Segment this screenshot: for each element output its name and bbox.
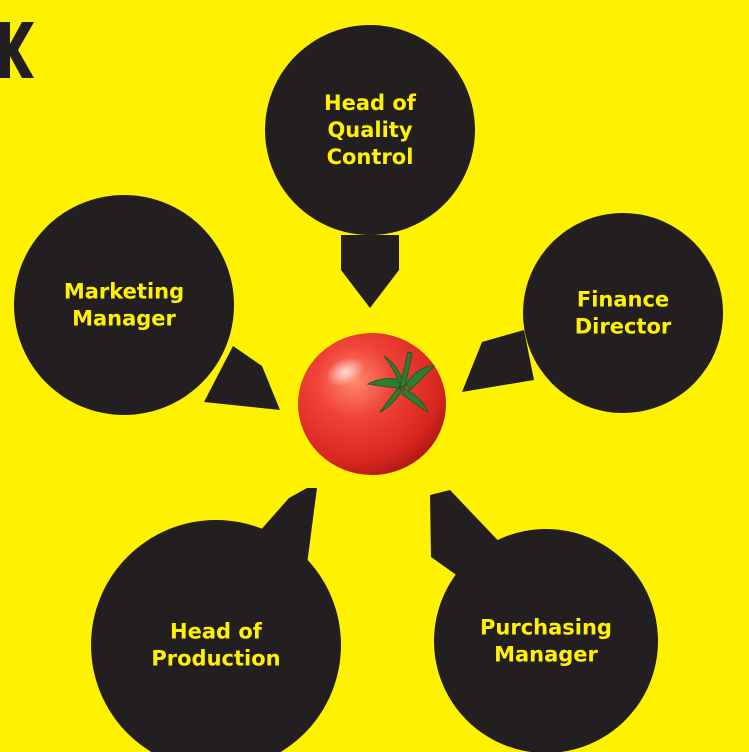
nodes-layer: Head of QualityControlFinanceDirectorPurc… bbox=[14, 25, 723, 752]
partial-glyph-icon bbox=[0, 22, 34, 78]
pointer-finance-director bbox=[462, 330, 534, 392]
tomato-icon bbox=[298, 333, 446, 475]
label-head-of-production-line-2: Production bbox=[151, 647, 280, 671]
label-head-of-quality-control-line-1: Head of bbox=[324, 91, 417, 115]
label-finance-director-line-2: Director bbox=[575, 315, 672, 339]
label-head-of-production-line-1: Head of bbox=[170, 620, 263, 644]
pointer-marketing-manager bbox=[204, 346, 280, 410]
circle-head-of-production bbox=[91, 520, 341, 752]
label-marketing-manager-line-1: Marketing bbox=[64, 280, 184, 304]
circle-marketing-manager bbox=[14, 195, 234, 415]
circle-purchasing-manager bbox=[434, 529, 658, 752]
label-purchasing-manager-line-1: Purchasing bbox=[480, 616, 612, 640]
label-purchasing-manager-line-2: Manager bbox=[494, 643, 598, 667]
label-head-of-quality-control-line-3: Control bbox=[327, 145, 414, 169]
label-head-of-quality-control-line-2: Quality bbox=[327, 118, 412, 142]
pointer-head-of-quality-control bbox=[341, 235, 399, 308]
label-marketing-manager-line-2: Manager bbox=[72, 307, 176, 331]
node-head-of-production: Head of Production bbox=[91, 488, 341, 752]
circle-head-of-quality-control bbox=[265, 25, 475, 235]
tomato-stem-icon bbox=[366, 351, 436, 414]
circle-finance-director bbox=[523, 213, 723, 413]
label-finance-director-line-1: Finance bbox=[577, 288, 669, 312]
